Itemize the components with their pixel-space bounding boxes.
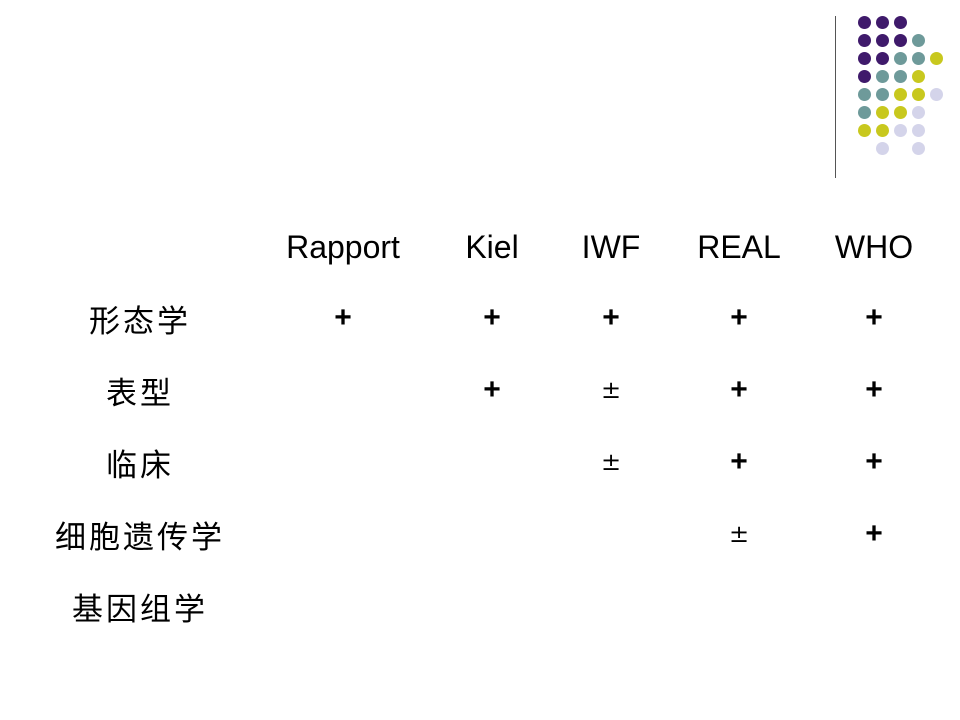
table-cell [240,570,446,642]
table-cell [240,426,446,498]
decorative-dot [858,16,871,29]
decorative-dot [912,70,925,83]
row-label-clinical: 临床 [106,447,174,484]
decorative-dot [912,52,925,65]
decorative-dot [930,52,943,65]
table-cell [684,570,794,642]
table-cell: ± [728,520,750,548]
decorative-dot [894,124,907,137]
decorative-dot [894,70,907,83]
header-corner [40,212,240,282]
table-header-row: Rapport Kiel IWF REAL WHO [40,212,954,282]
decorative-dot [912,124,925,137]
decorative-dot [930,88,943,101]
column-header-rapport: Rapport [286,228,400,265]
decorative-dot [858,52,871,65]
decorative-dot [858,124,871,137]
table-cell: + [730,301,748,334]
table-cell: ± [600,448,622,476]
decorative-dot [912,106,925,119]
table-cell [538,570,684,642]
column-header-kiel: Kiel [465,228,519,265]
table-row: 形态学 + + + + + [40,282,954,354]
decorative-dot [876,88,889,101]
column-header-real: REAL [697,228,781,265]
decorative-dot [858,70,871,83]
decorative-dot [876,124,889,137]
decorative-dot [876,70,889,83]
decorative-dot [912,88,925,101]
table-cell: + [483,301,501,334]
row-label-phenotype: 表型 [106,375,174,412]
decorative-dot [894,106,907,119]
table-row: 细胞遗传学 ± + [40,498,954,570]
table-row: 表型 + ± + + [40,354,954,426]
decorative-vertical-line [835,16,836,178]
table-cell [240,354,446,426]
table-cell [794,570,954,642]
table-cell: + [602,301,620,334]
row-label-morphology: 形态学 [89,303,191,340]
table-cell: + [865,301,883,334]
decorative-dot [894,16,907,29]
decorative-dot [876,142,889,155]
table-row: 基因组学 [40,570,954,642]
table-cell [538,498,684,570]
table-cell: + [865,445,883,478]
decorative-dot [858,34,871,47]
column-header-who: WHO [834,228,914,265]
table-cell [240,498,446,570]
table-cell: + [865,517,883,550]
decorative-dot [858,88,871,101]
decorative-dot [912,142,925,155]
row-label-genomics: 基因组学 [72,591,208,628]
table-cell: + [483,373,501,406]
decorative-dot [858,106,871,119]
decorative-dot [894,34,907,47]
decorative-dot [876,52,889,65]
decorative-dot [876,106,889,119]
table-cell [446,426,538,498]
classification-comparison-table: Rapport Kiel IWF REAL WHO 形态学 + + + + + … [40,212,954,642]
table-cell: + [865,373,883,406]
row-label-cytogenetics: 细胞遗传学 [55,519,225,556]
table-cell [446,498,538,570]
table-cell: + [730,445,748,478]
decorative-dot [876,34,889,47]
table-cell: ± [600,376,622,404]
column-header-iwf: IWF [581,228,641,265]
decorative-dot [876,16,889,29]
table-cell [446,570,538,642]
decorative-dot [894,88,907,101]
table-cell: + [730,373,748,406]
table-cell: + [334,301,352,334]
decorative-dot [912,34,925,47]
table-row: 临床 ± + + [40,426,954,498]
decorative-dot [894,52,907,65]
